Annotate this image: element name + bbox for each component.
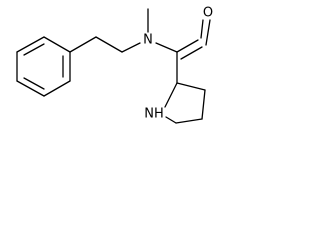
atom-O1: O	[203, 6, 213, 21]
bond-ring-2	[43, 36, 71, 53]
bond-ring-4	[43, 80, 71, 97]
bond-pyr-2	[176, 82, 206, 91]
pyrrolidine-ring	[164, 82, 206, 124]
bond-pyr-4	[175, 118, 203, 124]
bond-o-stub-2	[205, 19, 211, 46]
bond-n-carbonyl	[155, 42, 178, 53]
bond-ring-double-1	[23, 43, 45, 56]
structure-drawing: O N NH	[16, 6, 213, 124]
atom-label-ring-nitrogen: NH	[144, 107, 164, 122]
bond-ch2-ch2	[95, 36, 123, 53]
bond-pyr-5	[165, 116, 177, 124]
bond-o-stub	[200, 19, 204, 39]
bond-carbonyl-o-double	[180, 46, 203, 60]
atom-label-amide-nitrogen: N	[143, 33, 153, 48]
bond-ring-1	[16, 36, 45, 53]
atom-label-oxygen: O	[203, 6, 213, 21]
atom-N2: NH	[144, 107, 164, 122]
carbonyl-o-connector	[200, 19, 211, 46]
bond-pyr-3	[201, 89, 206, 120]
benzene-ring	[16, 36, 71, 97]
bond-ring-double-3	[23, 77, 45, 90]
side-chain	[69, 8, 203, 84]
bond-ring-5	[16, 80, 45, 97]
bond-ring-ch2	[69, 36, 97, 53]
bond-carbonyl-o	[176, 39, 199, 53]
atom-N1: N	[143, 33, 153, 48]
bond-pyr-1	[164, 82, 178, 108]
bond-ch2-n	[121, 42, 141, 53]
